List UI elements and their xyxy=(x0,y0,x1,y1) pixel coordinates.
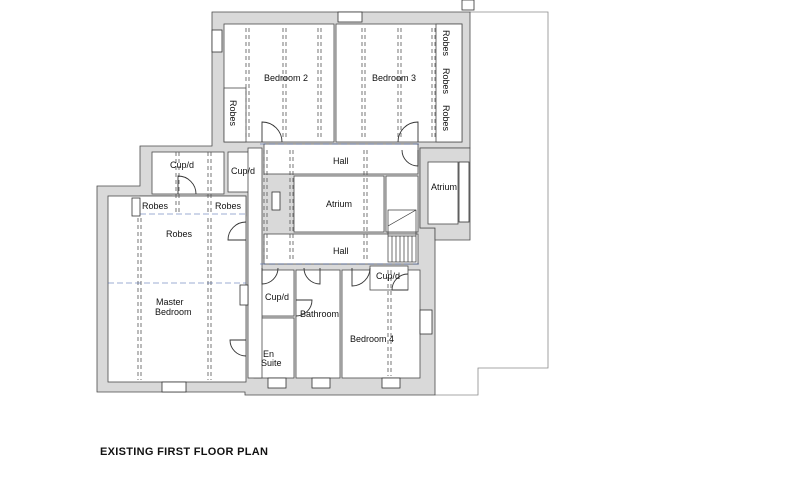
label-bedroom-4: Bedroom 4 xyxy=(350,334,394,344)
label-cupd-4: Cup/d xyxy=(376,271,400,281)
room-left-corridor xyxy=(247,147,263,379)
label-robes-master: Robes xyxy=(166,229,193,239)
label-master-line2: Bedroom xyxy=(155,307,192,317)
label-cupd-1: Cup/d xyxy=(170,160,194,170)
room-robes-right xyxy=(435,23,463,143)
label-robes-right-1: Robes xyxy=(441,30,451,57)
label-bedroom-3: Bedroom 3 xyxy=(372,73,416,83)
room-master-bedroom xyxy=(107,195,247,383)
room-stair-hall xyxy=(385,175,419,233)
label-cupd-2: Cup/d xyxy=(231,166,255,176)
joists xyxy=(137,28,436,380)
label-master-line1: Master xyxy=(156,297,184,307)
label-ensuite-line1: En xyxy=(263,349,274,359)
site-outline xyxy=(435,11,549,396)
label-robes-right-3: Robes xyxy=(441,105,451,132)
room-atrium-side xyxy=(427,161,459,225)
label-atrium-center: Atrium xyxy=(326,199,352,209)
label-hall-lower: Hall xyxy=(333,246,349,256)
room-cupd-1 xyxy=(151,151,225,195)
label-atrium-side: Atrium xyxy=(431,182,457,192)
label-bedroom-2: Bedroom 2 xyxy=(264,73,308,83)
room-cupd-4 xyxy=(369,265,409,291)
windows xyxy=(131,0,475,393)
label-robes-small-2: Robes xyxy=(215,201,242,211)
beams xyxy=(108,143,420,284)
stairs xyxy=(387,209,417,263)
label-robes-small-1: Robes xyxy=(142,201,169,211)
label-hall-upper: Hall xyxy=(333,156,349,166)
label-cupd-3: Cup/d xyxy=(265,292,289,302)
label-ensuite-line2: Suite xyxy=(261,358,282,368)
doors xyxy=(177,121,419,357)
room-bathroom xyxy=(295,269,341,379)
label-bathroom: Bathroom xyxy=(300,309,339,319)
room-cupd-3 xyxy=(257,269,295,317)
plan-title: EXISTING FIRST FLOOR PLAN xyxy=(100,446,269,458)
label-robes-left: Robes xyxy=(228,100,238,127)
label-robes-right-2: Robes xyxy=(441,68,451,95)
room-atrium-center xyxy=(293,175,385,233)
room-labels: Bedroom 2 Bedroom 3 Robes Robes Robes Ro… xyxy=(142,30,457,368)
